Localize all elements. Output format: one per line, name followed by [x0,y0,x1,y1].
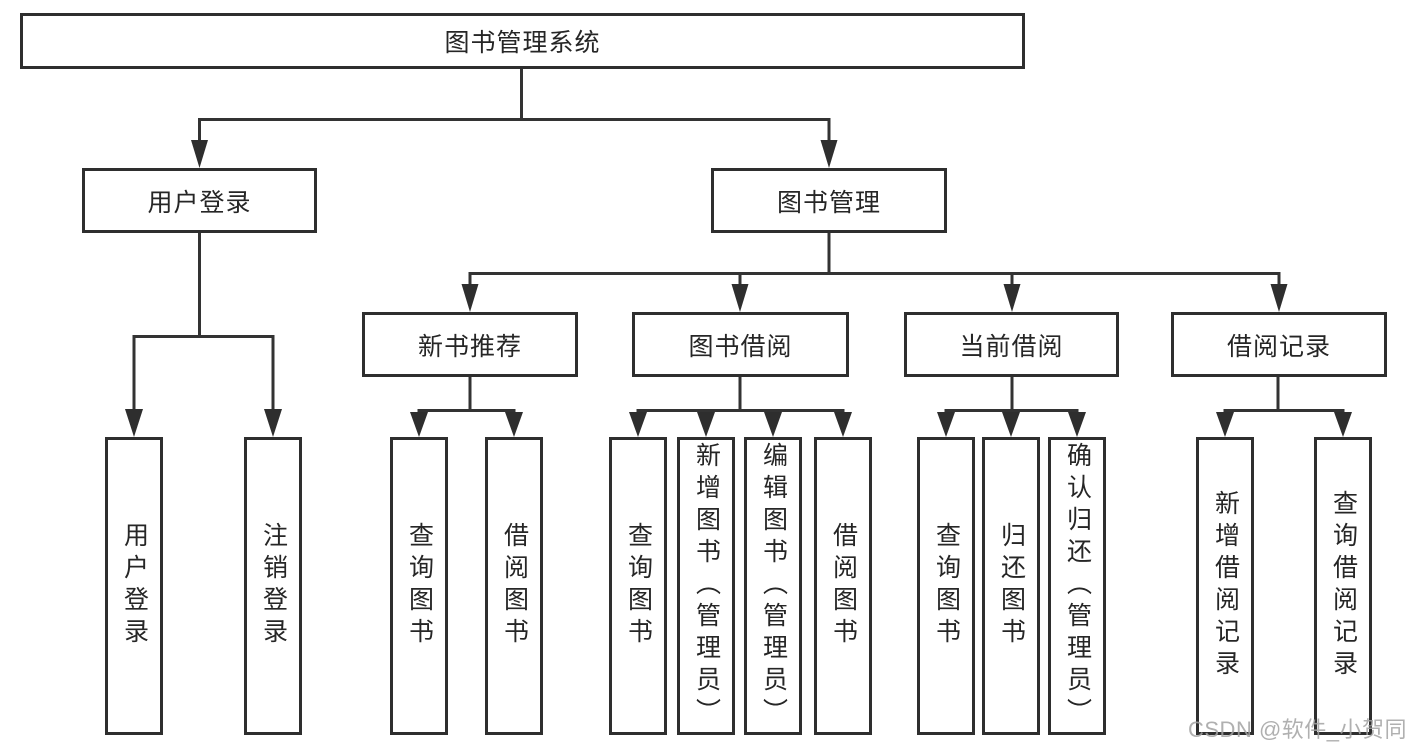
leaf-logout: 注销登录 [244,437,302,735]
leaf-borrow-books-recommend: 借阅图书 [485,437,543,735]
leaf-borrow-books: 借阅图书 [814,437,872,735]
node-borrowing-records: 借阅记录 [1171,312,1387,377]
csdn-watermark: CSDN @软件_小贺同学 [1188,717,1405,742]
arrowhead-down-icon [125,409,143,437]
arrowhead-down-icon [191,140,208,168]
arrowhead-down-icon [1216,412,1234,437]
node-label: 查询图书 [405,522,434,650]
arrowhead-down-icon [410,412,428,437]
arrowhead-down-icon [834,412,852,437]
node-label: 当前借阅 [959,332,1064,361]
arrowhead-down-icon [505,412,523,437]
node-label: 新书推荐 [417,332,522,361]
node-label: 查询借阅记录 [1329,490,1358,682]
arrowhead-down-icon [264,409,282,437]
arrowhead-down-icon [1003,284,1021,312]
node-label: 用户登录 [147,188,252,217]
node-book-management: 图书管理 [711,168,947,233]
node-label: 编辑图书（管理员） [759,442,788,730]
leaf-query-books-recommend: 查询图书 [390,437,448,735]
arrowhead-down-icon [1002,412,1020,437]
arrowhead-down-icon [820,140,838,168]
connector-borrow-records-branch [1216,377,1352,437]
node-current-borrowing: 当前借阅 [904,312,1119,377]
leaf-user-login: 用户登录 [105,437,163,735]
node-label: 借阅图书 [500,522,529,650]
node-label: 用户登录 [120,522,149,650]
node-label: 查询图书 [624,522,653,650]
arrowhead-down-icon [461,284,479,312]
connector-root-branch [191,69,838,168]
connector-current-borrow-branch [937,377,1086,437]
arrowhead-down-icon [1270,284,1288,312]
node-label: 新增借阅记录 [1211,490,1240,682]
node-label: 图书借阅 [688,332,793,361]
node-label: 借阅图书 [829,522,858,650]
node-new-book-recommendation: 新书推荐 [362,312,578,377]
node-label: 借阅记录 [1226,332,1331,361]
leaf-edit-books-admin: 编辑图书（管理员） [744,437,802,735]
leaf-return-books: 归还图书 [982,437,1040,735]
connector-book-management-branch [461,233,1288,312]
leaf-add-borrow-record: 新增借阅记录 [1196,437,1254,735]
node-label: 图书管理 [776,188,881,217]
connector-user-login-branch [125,233,282,437]
arrowhead-down-icon [764,412,782,437]
node-label: 图书管理系统 [444,29,601,57]
arrowhead-down-icon [731,284,749,312]
connector-new-book-branch [410,377,523,437]
arrowhead-down-icon [937,412,955,437]
leaf-query-books-borrow: 查询图书 [609,437,667,735]
leaf-confirm-return-admin: 确认归还（管理员） [1048,437,1106,735]
arrowhead-down-icon [697,412,715,437]
leaf-add-books-admin: 新增图书（管理员） [677,437,735,735]
node-label: 归还图书 [997,522,1026,650]
node-label: 确认归还（管理员） [1063,442,1092,730]
node-book-borrowing: 图书借阅 [632,312,849,377]
connector-book-borrow-branch [629,377,852,437]
node-label: 查询图书 [932,522,961,650]
arrowhead-down-icon [1068,412,1086,437]
arrowhead-down-icon [1334,412,1352,437]
node-label: 新增图书（管理员） [692,442,721,730]
node-library-system-root: 图书管理系统 [20,13,1025,69]
leaf-query-borrow-record: 查询借阅记录 [1314,437,1372,735]
leaf-query-books-current: 查询图书 [917,437,975,735]
node-label: 注销登录 [259,522,288,650]
arrowhead-down-icon [629,412,647,437]
node-user-login: 用户登录 [82,168,317,233]
